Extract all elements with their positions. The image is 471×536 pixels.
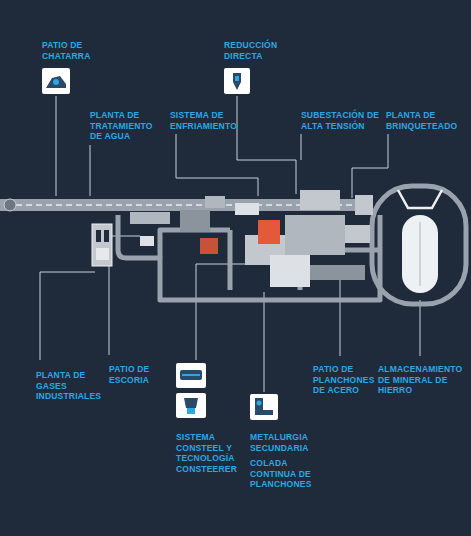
callout-label: ALMACENAMIENTO DE MINERAL DE HIERRO <box>378 364 466 396</box>
callout-label: SISTEMA CONSTEEL Y TECNOLOGÍA CONSTEERER <box>176 432 248 474</box>
callout-label: PATIO DE CHATARRA <box>42 40 104 61</box>
callout-label: PATIO DE ESCORIA <box>109 364 163 385</box>
ore-storage <box>398 190 442 293</box>
callout-label: REDUCCIÓN DIRECTA <box>224 40 286 61</box>
callout-label: COLADA CONTINUA DE PLANCHONES <box>250 458 318 490</box>
icons <box>42 68 278 420</box>
callout-label: PATIO DE PLANCHONES DE ACERO <box>313 364 379 396</box>
callout-label: METALURGIA SECUNDARIA <box>250 432 314 453</box>
callout-label: SISTEMA DE ENFRIAMIENTO <box>170 110 246 131</box>
callout-label: SUBESTACIÓN DE ALTA TENSIÓN <box>301 110 385 131</box>
leader-lines <box>40 96 420 392</box>
callout-label: PLANTA DE TRATAMIENTO DE AGUA <box>90 110 162 142</box>
callout-label: PLANTA DE GASES INDUSTRIALES <box>36 370 108 402</box>
buildings <box>92 190 370 287</box>
callout-label: PLANTA DE BRINQUETEADO <box>386 110 464 131</box>
